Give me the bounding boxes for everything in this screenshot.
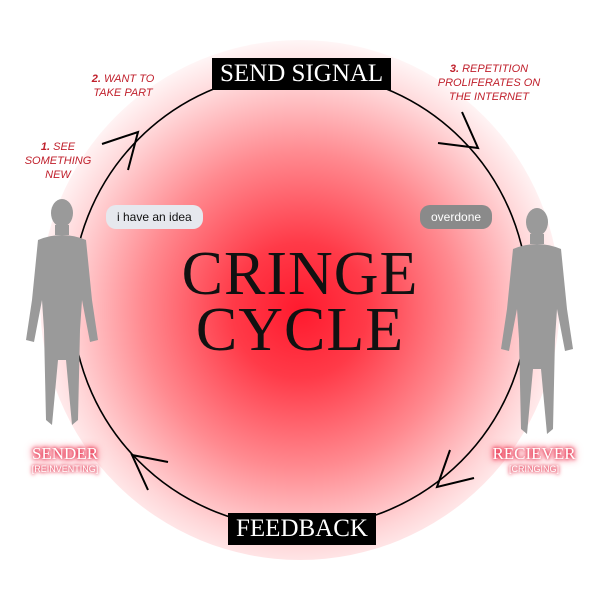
- diagram-title-line1: CRINGE: [181, 240, 419, 308]
- step-number: 2.: [91, 73, 101, 85]
- arrow-icon: [437, 111, 480, 150]
- receiver-name: RECIEVER: [492, 444, 576, 463]
- receiver-role: RECIEVER [CRINGING]: [484, 444, 584, 474]
- step-text: REPETITION PROLIFERATES ON THE INTERNET: [437, 63, 541, 103]
- step-text: WANT TO TAKE PART: [93, 73, 155, 99]
- sender-speech-bubble: i have an idea: [106, 205, 203, 229]
- sender-figure-icon: [26, 199, 98, 425]
- step-3: 3. REPETITION PROLIFERATES ON THE INTERN…: [434, 62, 544, 104]
- sender-state: [REINVENTING]: [31, 464, 99, 474]
- diagram-title-line2: CYCLE: [195, 296, 405, 364]
- arrowheads: [101, 111, 480, 491]
- receiver-figure-icon: [501, 208, 573, 434]
- arrow-icon: [130, 453, 169, 491]
- step-1: 1. SEE SOMETHING NEW: [18, 140, 98, 182]
- receiver-state: [CRINGING]: [508, 464, 559, 474]
- arrow-icon: [435, 449, 475, 489]
- step-2: 2. WANT TO TAKE PART: [88, 72, 158, 100]
- sender-role: SENDER [REINVENTING]: [20, 444, 110, 474]
- step-number: 1.: [40, 141, 51, 153]
- red-glow: [40, 40, 560, 560]
- send-signal-node: SEND SIGNAL: [212, 58, 392, 90]
- feedback-node: FEEDBACK: [228, 513, 376, 545]
- arrow-icon: [101, 130, 140, 171]
- step-text: SEE SOMETHING NEW: [24, 141, 92, 181]
- step-number: 3.: [449, 63, 460, 75]
- sender-name: SENDER: [31, 444, 99, 463]
- receiver-speech-bubble: overdone: [420, 205, 493, 229]
